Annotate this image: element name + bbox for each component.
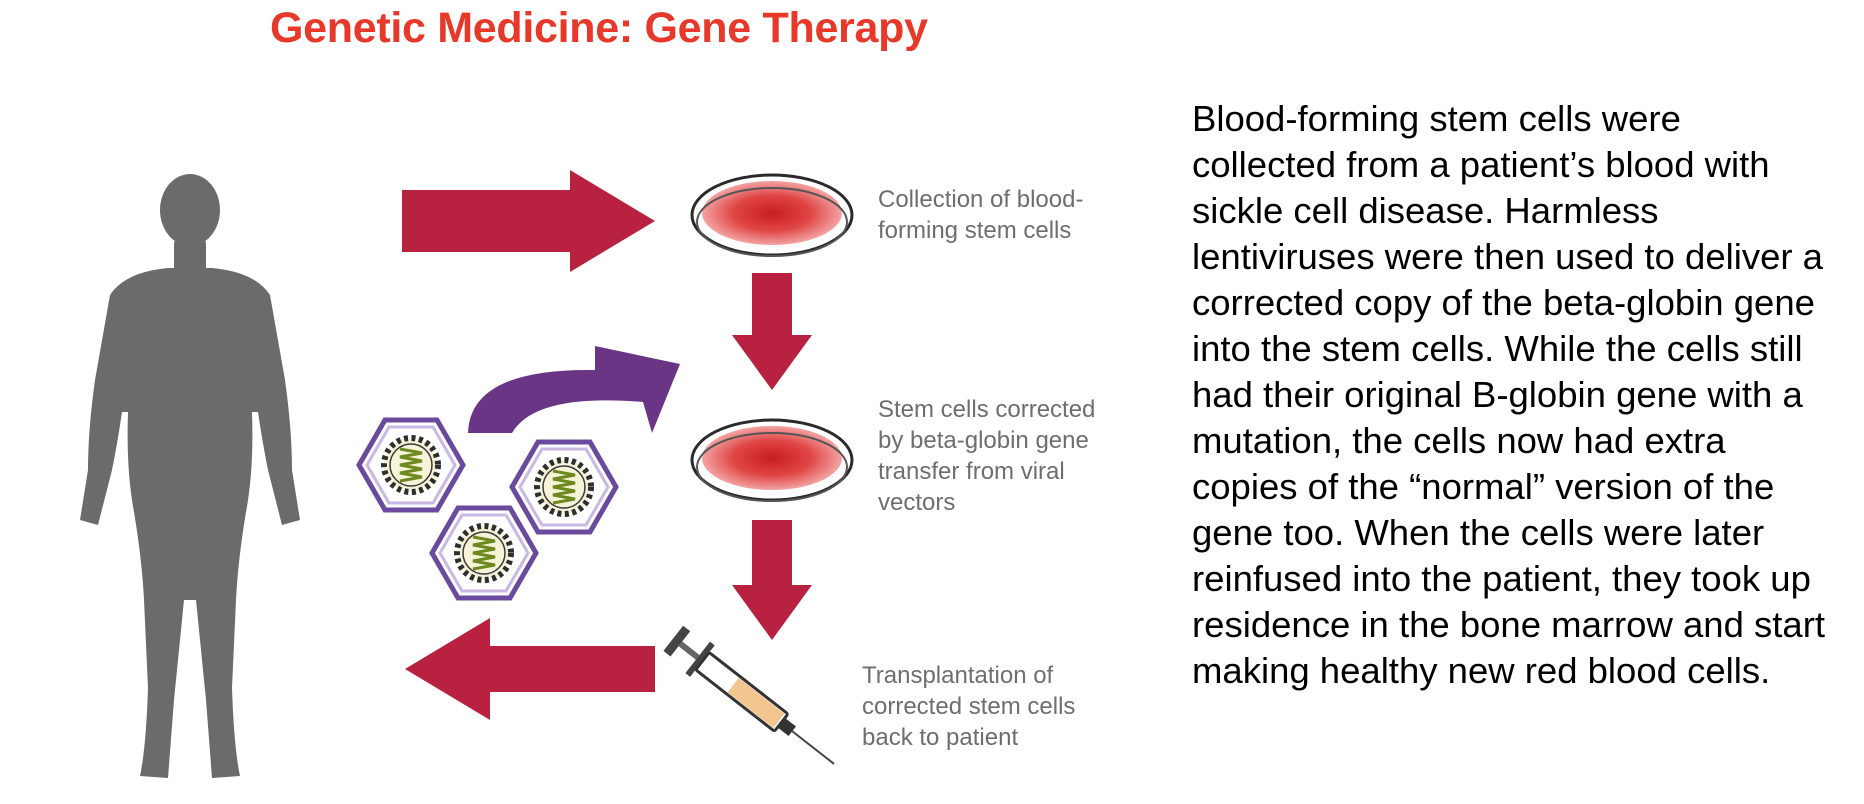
step-label-collection: Collection of blood- forming stem cells [878, 186, 1090, 244]
viral-vector-icon [512, 442, 616, 532]
petri-dish-icon [690, 173, 854, 257]
petri-dish-icon [690, 418, 854, 502]
down-arrow-1 [732, 273, 812, 390]
transfer-arrow [468, 346, 680, 433]
return-arrow [405, 618, 655, 720]
viral-vector-icon [432, 508, 536, 598]
gene-therapy-diagram: Collection of blood- forming stem cells … [80, 170, 1102, 778]
human-silhouette-icon [80, 174, 300, 778]
viral-vector-icon [359, 420, 463, 510]
step-label-correction: Stem cells corrected by beta-globin gene… [878, 396, 1102, 516]
page-title: Genetic Medicine: Gene Therapy [270, 4, 928, 52]
collection-arrow [402, 170, 655, 272]
down-arrow-2 [732, 520, 812, 640]
syringe-icon [663, 625, 835, 765]
step-label-transplantation: Transplantation of corrected stem cells … [862, 662, 1082, 751]
description-text: Blood-forming stem cells were collected … [1192, 98, 1826, 691]
